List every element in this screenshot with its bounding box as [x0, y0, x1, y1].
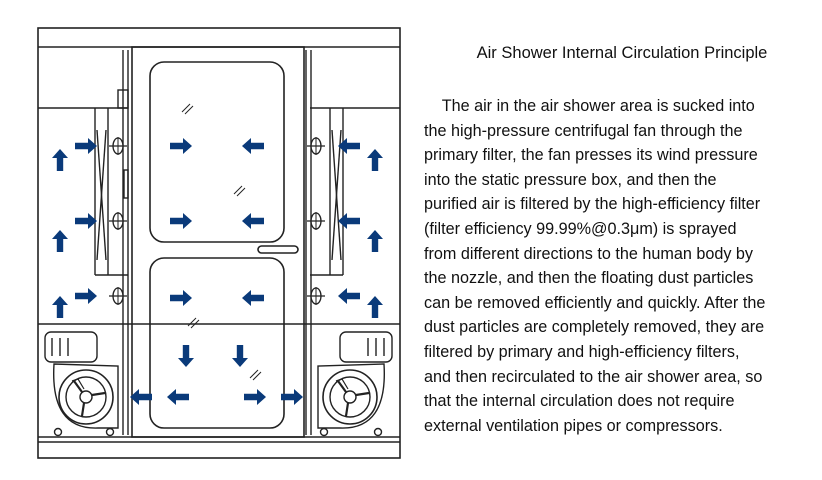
left-arrow-icon: [130, 138, 360, 405]
description-line: The air in the air shower area is sucked…: [424, 97, 755, 115]
right-fan-housing: [317, 331, 393, 437]
description-line: can be removed efficiently and quickly. …: [424, 293, 766, 312]
description-line: and then recirculated to the air shower …: [424, 367, 763, 386]
right-arrow-icon: [75, 138, 303, 405]
right-side-panel: [305, 50, 400, 435]
description-line: purified air is filtered by the high-eff…: [424, 195, 761, 214]
nozzles-left: [108, 136, 128, 306]
description-line: that the internal circulation does not r…: [424, 392, 735, 411]
description-line: into the static pressure box, and then t…: [424, 170, 717, 189]
diagram-title: Air Shower Internal Circulation Principl…: [476, 44, 768, 62]
description-line: from different directions to the human b…: [424, 244, 754, 263]
left-side-panel: [38, 50, 129, 435]
fan-icon: [321, 368, 379, 426]
description-line: external ventilation pipes or compressor…: [424, 416, 723, 435]
nozzles-right: [306, 136, 326, 306]
door: [131, 46, 305, 438]
description-line: (filter efficiency 99.99%@0.3μm) is spra…: [424, 219, 737, 238]
left-fan-housing: [44, 331, 119, 437]
description-line: dust particles are completely removed, t…: [424, 318, 765, 337]
description-line: the nozzle, and then the floating dust p…: [424, 269, 754, 288]
description-line: primary filter, the fan presses its wind…: [424, 146, 758, 165]
description-line: filtered by primary and high-efficiency …: [424, 342, 740, 361]
description-line: the high-pressure centrifugal fan throug…: [424, 121, 743, 140]
fan-icon: [57, 368, 115, 426]
outer-frame: [37, 27, 401, 459]
description-text: The air in the air shower area is sucked…: [424, 94, 820, 438]
down-arrow-icon: [178, 345, 248, 367]
